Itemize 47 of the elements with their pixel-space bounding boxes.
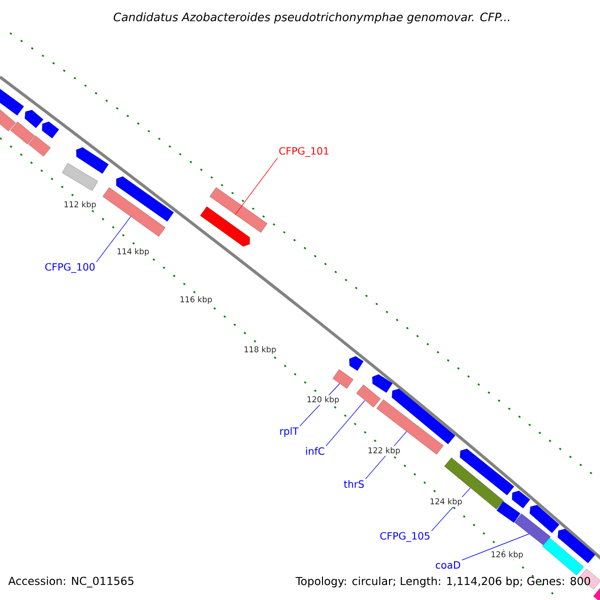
leader-line — [234, 158, 278, 215]
gene-label: infC — [306, 447, 324, 455]
tick-label: 124 kbp — [428, 497, 464, 507]
leader-line — [326, 400, 366, 446]
gene-block — [116, 176, 174, 222]
gene-block — [24, 110, 44, 128]
gene-block — [210, 187, 268, 233]
gene-label: rplT — [280, 427, 299, 437]
gene-block — [514, 514, 551, 546]
gene-block — [42, 122, 60, 138]
gene-block — [10, 122, 35, 144]
gene-label: thrS — [344, 480, 364, 488]
gene-block — [372, 374, 393, 393]
tick-label: 120 kbp — [306, 395, 340, 405]
gene-block — [460, 448, 514, 496]
leader-line — [96, 216, 131, 262]
gene-block — [392, 388, 456, 444]
genome-info-text: Topology: circular; Length: 1,114,206 bp; Genes: 800 — [296, 576, 590, 588]
tick-label: 116 kbp — [178, 295, 214, 305]
gene-block — [558, 528, 596, 564]
tick-label: 122 kbp — [366, 446, 402, 456]
gene-block — [0, 86, 24, 116]
gene-block — [542, 538, 584, 576]
gene-block — [200, 206, 250, 247]
gene-block — [356, 384, 381, 408]
accession-text: Accession: NC_011565 — [8, 576, 134, 588]
gene-label: CFPG_105 — [380, 532, 430, 542]
gene-block — [28, 136, 51, 156]
gene-label: CFPG_101 — [279, 147, 328, 157]
gene-label: coaD — [436, 561, 460, 569]
gene-block — [530, 504, 560, 534]
leader-line — [462, 534, 530, 560]
title: Candidatus Azobacteroides pseudotrichonymphae genomovar. CFP... — [114, 12, 510, 24]
gene-block — [444, 458, 504, 510]
gene-block — [102, 187, 166, 237]
gene-label: CFPG_100 — [45, 263, 95, 273]
tick-label: 112 kbp — [62, 200, 98, 210]
tick-label: 118 kbp — [242, 345, 278, 355]
gene-block — [512, 490, 530, 508]
tick-label: 114 kbp — [116, 247, 150, 257]
gene-block — [593, 588, 600, 600]
gene-block — [62, 163, 98, 191]
gene-block — [349, 356, 364, 371]
tick-label: 126 kbp — [490, 550, 524, 560]
gene-block — [496, 501, 520, 523]
gene-block — [76, 147, 109, 174]
gene-block — [332, 369, 354, 389]
